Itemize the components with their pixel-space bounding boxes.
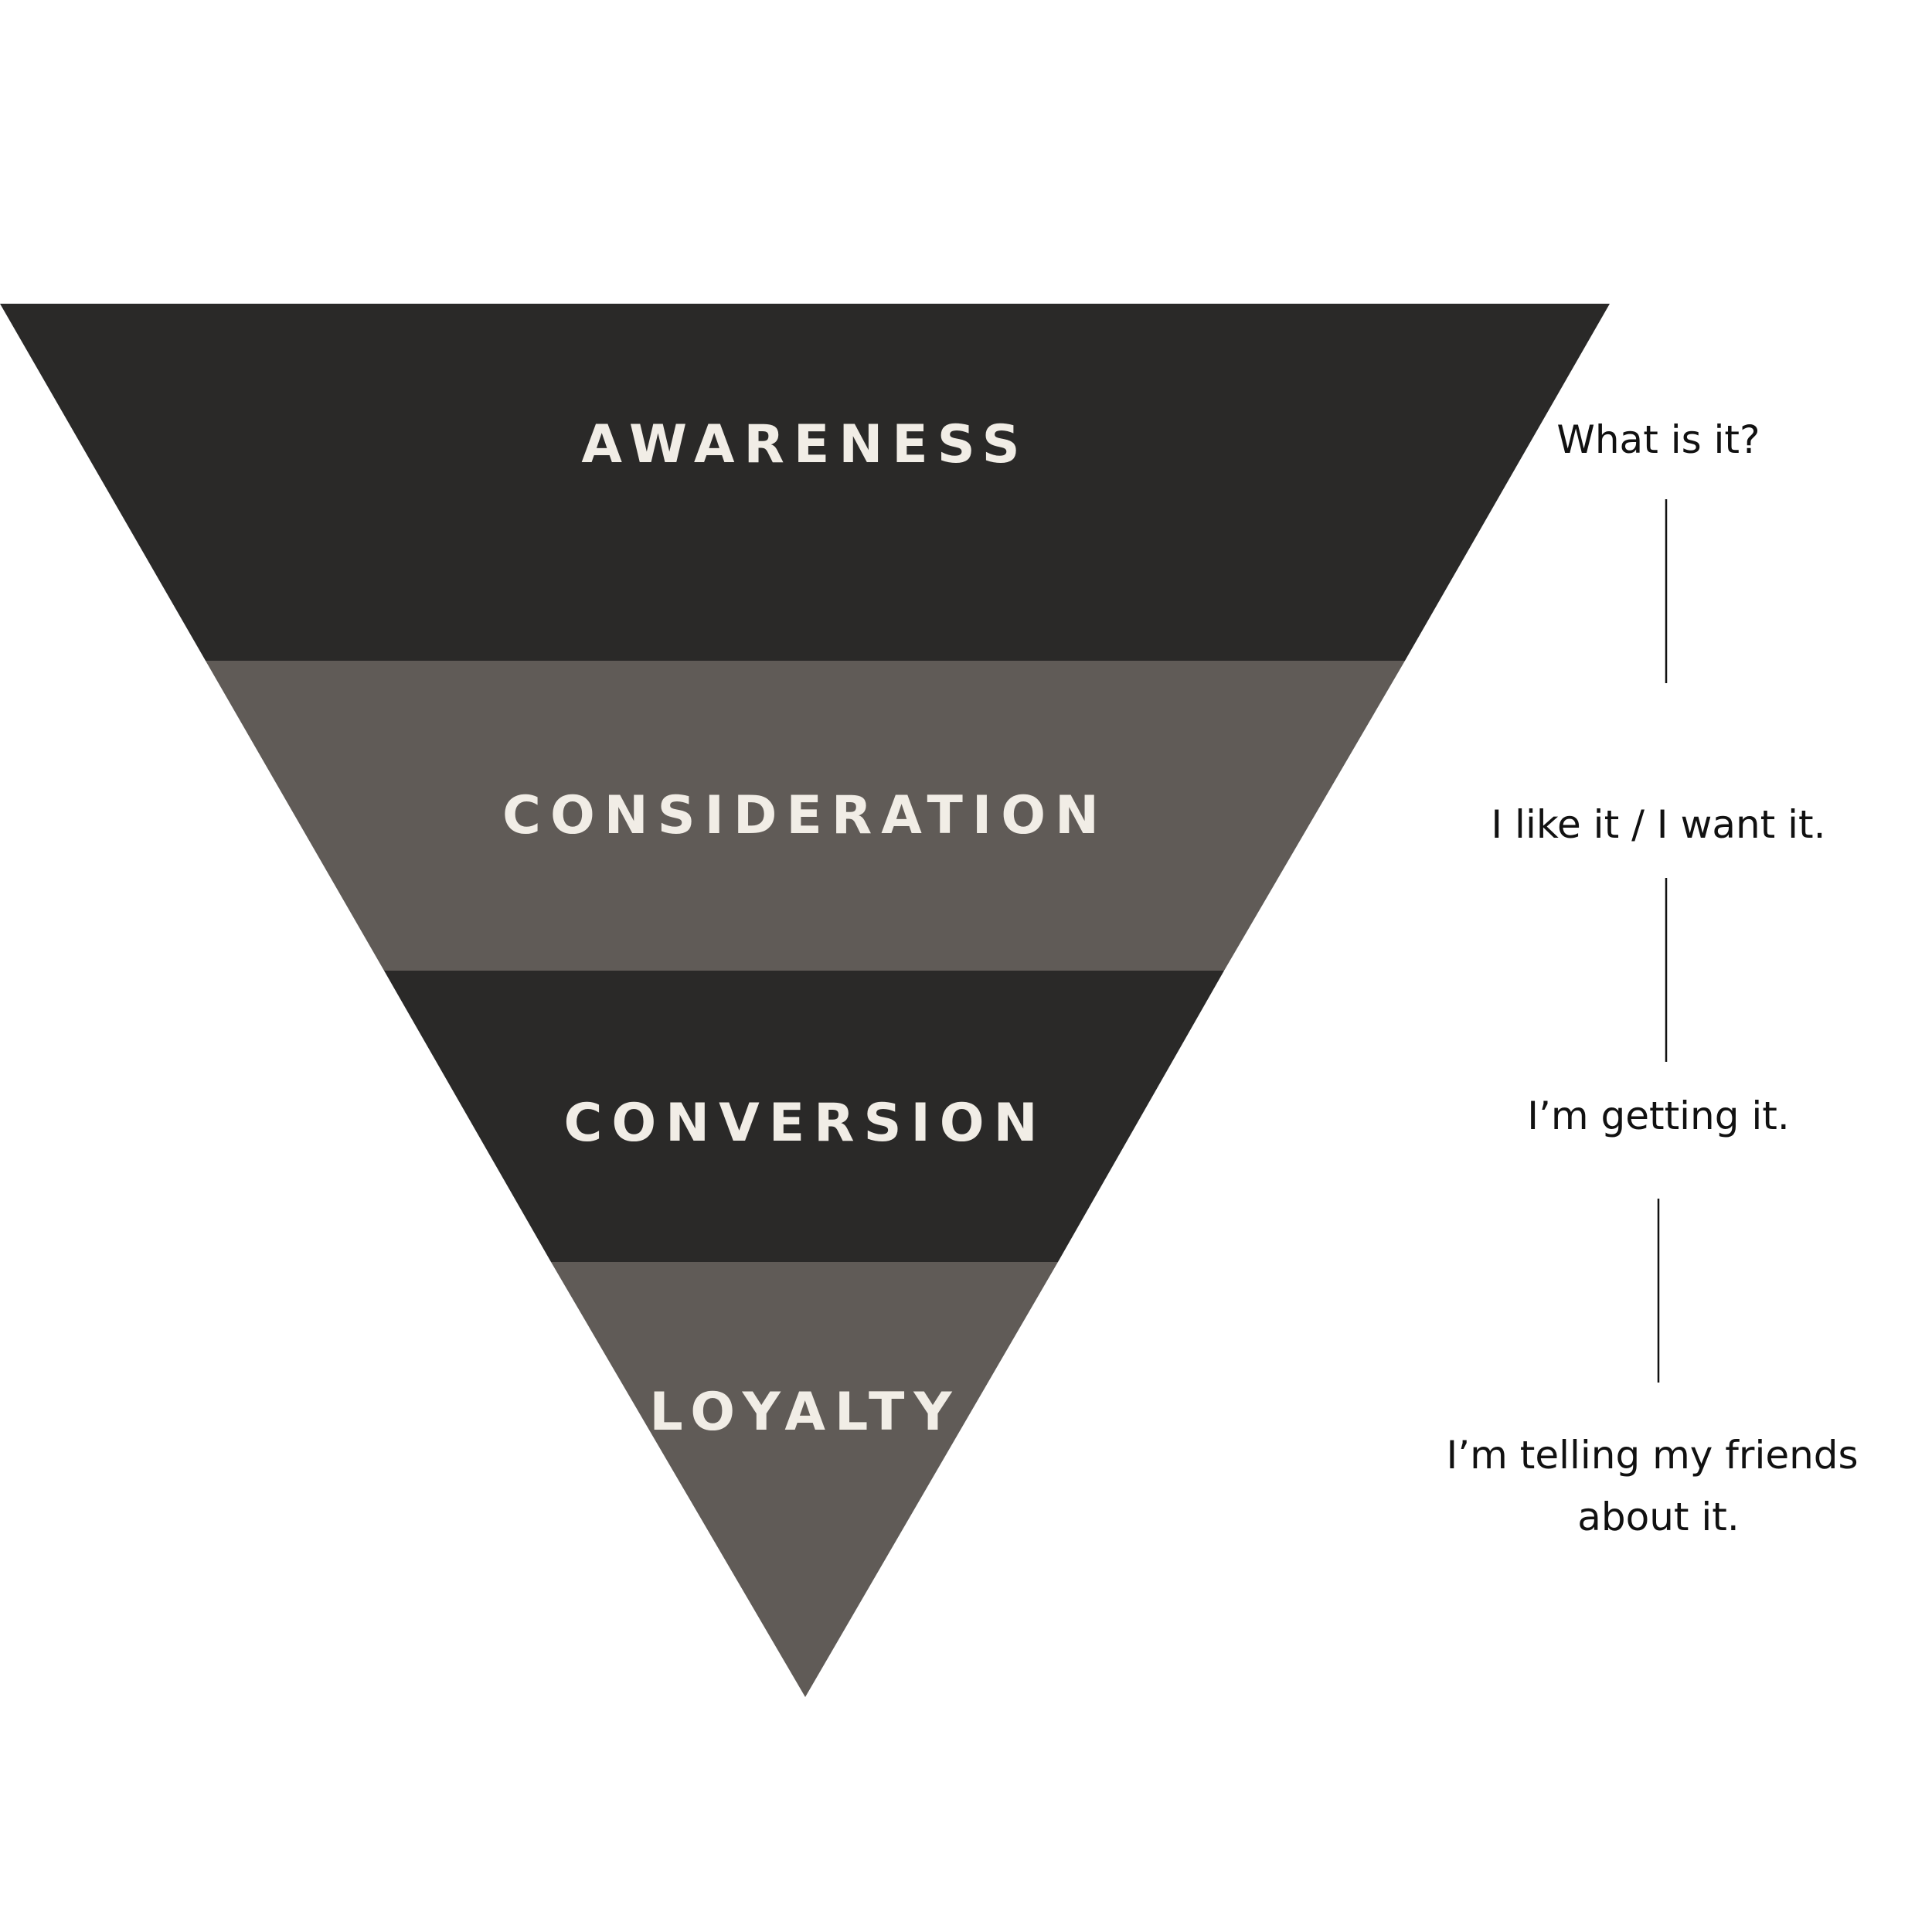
funnel-band-awareness [0,304,1610,661]
caption-awareness: What is it? [1556,417,1760,462]
stage-label-awareness: AWARENESS [581,414,1029,475]
caption-conversion: I’m getting it. [1527,1094,1790,1138]
funnel-band-loyalty [551,1262,1058,1697]
funnel-band-conversion [384,971,1224,1262]
stage-label-loyalty: LOYALTY [649,1382,961,1443]
funnel-band-consideration [206,661,1405,971]
stage-label-conversion: CONVERSION [563,1093,1046,1154]
caption-consideration: I like it / I want it. [1491,802,1825,847]
caption-loyalty: I’m telling my friends about it. [1447,1433,1871,1539]
stage-label-consideration: CONSIDERATION [502,785,1108,846]
